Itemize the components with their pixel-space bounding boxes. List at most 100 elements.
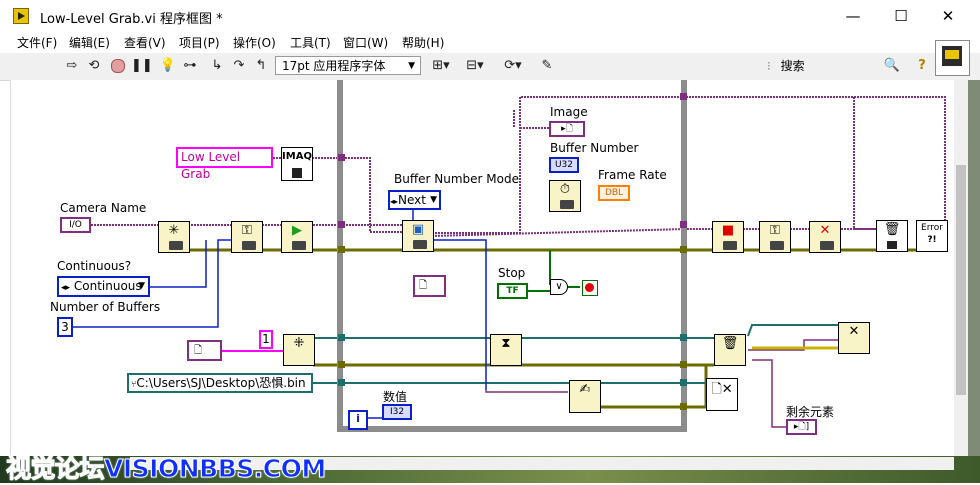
tunnel (338, 361, 345, 368)
search-field[interactable]: ⁝ 搜索 (767, 56, 907, 76)
increment-icon: ◂▸ (390, 197, 399, 206)
number-of-buffers-label: Number of Buffers (50, 300, 161, 314)
frame-rate-vi[interactable]: ⏱ (549, 180, 581, 212)
buffer-mode-value: Next (398, 193, 426, 207)
camera-icon (820, 241, 834, 250)
align-objects-icon[interactable]: ⊞▾ (432, 58, 450, 73)
error-icon: ?! (927, 235, 937, 245)
obtain-queue-vi[interactable]: ⁜ (283, 334, 315, 366)
context-help-icon[interactable]: ? (918, 58, 926, 73)
maximize-button[interactable]: ☐ (894, 7, 908, 25)
step-over-icon[interactable]: ↷ (233, 58, 245, 73)
key-icon: ⚿ (770, 223, 780, 238)
element-wire (485, 339, 840, 428)
write-binary-file-vi[interactable]: ✍ (569, 380, 601, 413)
stop-control[interactable]: TF (497, 283, 528, 299)
imaq-configure-vi[interactable]: ⚿ (231, 221, 263, 253)
number-of-buffers-control[interactable]: 3 (57, 317, 73, 337)
horizontal-scrollbar[interactable] (130, 457, 954, 470)
minimize-button[interactable]: — (845, 7, 861, 25)
file-path-value: C:\Users\SJ\Desktop\恐惧.bin (136, 376, 306, 390)
imaq-dispose-vi[interactable]: 🗑 (876, 220, 908, 252)
buffer-number-mode-control[interactable]: ◂▸Next ▼ (388, 190, 441, 210)
frame-rate-label: Frame Rate (598, 168, 667, 182)
buffer-number-indicator[interactable]: U32 (549, 157, 579, 173)
menu-edit[interactable]: 编辑(E) (69, 36, 110, 50)
release-queue-vi[interactable]: ✕ (838, 322, 870, 354)
image-icon: ▸🗋] (793, 422, 810, 432)
or-icon: ∨ (555, 281, 563, 292)
simple-error-handler-vi[interactable]: Error ?! (916, 220, 948, 252)
dequeue-icon: 🗑 (721, 336, 739, 351)
close-button[interactable]: ✕ (941, 7, 955, 25)
image-icon: 🗋 (419, 280, 428, 291)
write-file-icon: ✍ (579, 382, 591, 397)
close-file-icon: 🗋✕ (711, 382, 733, 397)
menu-view[interactable]: 查看(V) (124, 36, 166, 50)
continuous-value: Continuous (73, 279, 142, 293)
trash-icon: 🗑 (883, 222, 901, 237)
imaq-unconfigure-vi[interactable]: ⚿ (759, 221, 791, 253)
title-bar: Low-Level Grab.vi 程序框图 * — ☐ ✕ (0, 0, 980, 31)
window-title: Low-Level Grab.vi 程序框图 * (40, 12, 223, 27)
imaq-init-vi[interactable]: ✳ (158, 221, 190, 253)
picture-icon: ▣ (411, 222, 425, 237)
pause-icon[interactable]: ❚❚ (131, 58, 153, 73)
distribute-objects-icon[interactable]: ⊟▾ (466, 58, 484, 73)
menu-project[interactable]: 项目(P) (179, 36, 220, 50)
vi-icon-panel[interactable] (935, 40, 970, 76)
image-icon: 🗋 (194, 345, 203, 356)
menu-operate[interactable]: 操作(O) (233, 36, 276, 50)
image-display-constant[interactable]: 🗋 (413, 275, 446, 297)
or-function[interactable]: ∨ (550, 279, 568, 295)
imaq-close-vi[interactable]: ✕ (809, 221, 841, 253)
remaining-elements-indicator[interactable]: ▸🗋] (786, 419, 817, 435)
iteration-terminal[interactable]: i (348, 410, 368, 430)
image-indicator[interactable]: ▸🗋 (549, 121, 585, 137)
search-icon[interactable]: 🔍 (883, 58, 901, 73)
abort-icon[interactable] (108, 56, 128, 76)
camera-name-control[interactable]: I/O (60, 217, 91, 233)
imaq-extract-buffer-vi[interactable]: ▣ (402, 220, 434, 252)
run-continuously-icon[interactable]: ⟲ (88, 58, 100, 73)
continuous-enum-control[interactable]: ◂▸ Continuous ▼ (57, 276, 150, 297)
camera-name-label: Camera Name (60, 201, 147, 215)
dequeue-element-vi[interactable]: 🗑 (714, 334, 746, 366)
clean-up-diagram-icon[interactable]: ✎ (541, 58, 553, 73)
step-out-icon[interactable]: ↰ (255, 58, 267, 73)
reorder-icon[interactable]: ⟳▾ (504, 58, 522, 73)
menu-file[interactable]: 文件(F) (17, 36, 58, 50)
image-constant[interactable]: 🗋 (187, 340, 222, 361)
tunnel (338, 221, 345, 228)
imaq-start-vi[interactable]: ▶ (281, 221, 313, 253)
step-into-icon[interactable]: ↳ (211, 58, 223, 73)
retain-wire-values-icon[interactable]: ⊶ (183, 58, 197, 73)
tunnel (680, 93, 687, 100)
queue-size-constant[interactable]: 1 (259, 330, 273, 349)
imaq-create-vi[interactable]: IMAQ (281, 147, 313, 181)
enqueue-element-vi[interactable]: ⧗ (490, 334, 522, 366)
imaq-chip-icon (292, 168, 302, 178)
camera-icon (292, 241, 306, 250)
frame-rate-indicator[interactable]: DBL (598, 185, 630, 201)
highlight-execution-icon[interactable]: 💡 (159, 58, 177, 73)
menu-tools[interactable]: 工具(T) (290, 36, 331, 50)
font-selector[interactable]: 17pt 应用程序字体 ▼ (275, 56, 421, 75)
menu-help[interactable]: 帮助(H) (402, 36, 445, 50)
numeric-indicator[interactable]: I32 (382, 404, 412, 420)
chevron-down-icon: ▼ (138, 281, 145, 291)
file-path-constant[interactable]: ⑂C:\Users\SJ\Desktop\恐惧.bin (127, 373, 313, 393)
error-handler-label: Error (921, 223, 943, 233)
loop-condition-terminal[interactable] (582, 280, 598, 296)
block-diagram[interactable] (10, 80, 955, 456)
run-arrow-icon[interactable]: ⇨ (66, 58, 78, 73)
close-file-vi[interactable]: 🗋✕ (706, 378, 738, 411)
session-name-constant[interactable]: Low Level Grab (176, 147, 273, 181)
tunnel (680, 246, 687, 253)
stopwatch-icon: ⏱ (559, 182, 571, 197)
menu-window[interactable]: 窗口(W) (343, 36, 389, 50)
while-loop-frame[interactable] (337, 80, 687, 432)
imaq-stop-vi[interactable]: ■ (712, 221, 744, 253)
vertical-scrollbar-thumb[interactable] (956, 165, 966, 395)
tunnel (680, 334, 687, 341)
